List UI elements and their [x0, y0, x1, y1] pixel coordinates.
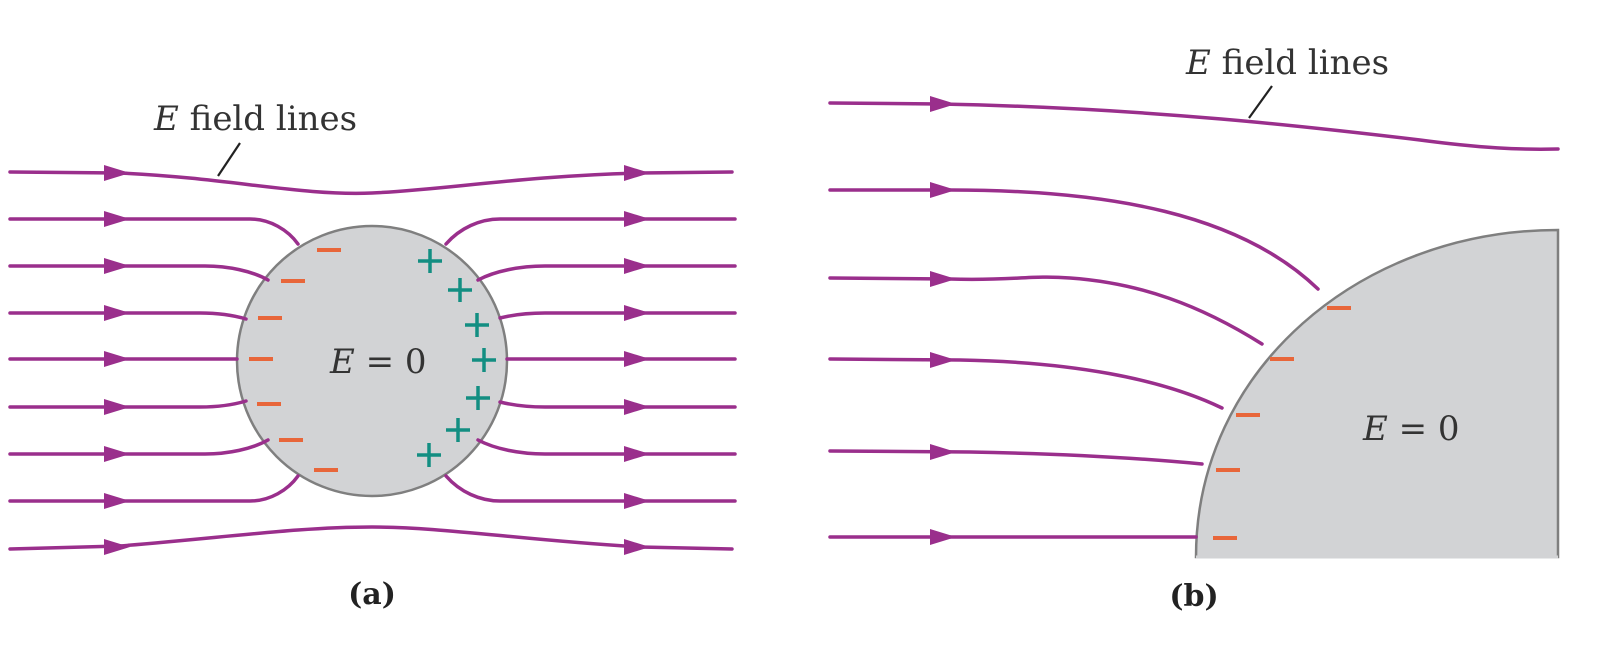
positive-charge — [446, 418, 470, 442]
negative-charge — [314, 468, 338, 472]
panel-caption-b: (b) — [1169, 579, 1218, 614]
arrowhead — [930, 182, 956, 198]
arrowhead — [104, 305, 130, 321]
field-line — [8, 170, 734, 196]
negative-charge — [279, 438, 303, 442]
field-line — [498, 311, 737, 320]
panel-a: E field lines E = 0 (a) — [8, 99, 737, 612]
arrowhead — [624, 211, 650, 227]
negative-charge — [1216, 468, 1240, 472]
negative-charge — [258, 316, 282, 320]
negative-charge — [257, 402, 281, 406]
conductor-surface — [1194, 228, 1560, 559]
field-line — [8, 264, 270, 282]
arrowhead — [930, 444, 956, 460]
arrowheads-a — [104, 165, 650, 555]
arrowhead — [930, 271, 956, 287]
interior-field-label-a: E = 0 — [329, 342, 427, 382]
positive-charge — [448, 278, 472, 302]
negative-charges-b — [1213, 306, 1351, 540]
label-leader-line — [217, 142, 241, 177]
panel-caption-a: (a) — [348, 577, 396, 612]
negative-charge — [1213, 536, 1237, 540]
negative-charge — [281, 279, 305, 283]
negative-charge — [249, 357, 273, 361]
field-line — [444, 217, 737, 246]
positive-charge — [472, 348, 496, 372]
positive-charge — [418, 249, 442, 273]
arrowhead — [624, 305, 650, 321]
positive-charge — [466, 386, 490, 410]
arrowhead — [104, 399, 130, 415]
negative-charge — [1270, 357, 1294, 361]
field-lines-label-a: E field lines — [153, 99, 357, 139]
arrowhead — [930, 529, 956, 545]
arrowhead — [624, 258, 650, 274]
field-line — [828, 188, 1320, 291]
arrowhead — [624, 399, 650, 415]
field-lines-a — [8, 170, 737, 551]
positive-charge — [465, 313, 489, 337]
arrowhead — [104, 351, 130, 367]
field-lines-label-b: E field lines — [1185, 43, 1389, 83]
arrowhead — [104, 539, 130, 555]
field-line — [828, 449, 1204, 466]
field-line — [444, 474, 737, 503]
arrowhead — [624, 493, 650, 509]
negative-charges-a — [249, 248, 341, 472]
arrowhead — [624, 446, 650, 462]
field-line — [828, 357, 1224, 410]
label-leader-line — [1248, 85, 1273, 119]
field-line — [8, 217, 300, 246]
arrowhead — [104, 165, 130, 181]
arrowhead — [624, 165, 650, 181]
arrowhead — [104, 211, 130, 227]
arrowhead — [104, 258, 130, 274]
conductor-sphere — [235, 224, 509, 498]
field-line — [828, 101, 1560, 151]
field-line — [8, 311, 248, 321]
field-line — [828, 275, 1264, 346]
positive-charge — [417, 443, 441, 467]
negative-charge — [1236, 413, 1260, 417]
field-line — [8, 438, 270, 456]
field-line — [8, 474, 300, 503]
arrowheads-b — [930, 96, 956, 545]
negative-charge — [317, 248, 341, 252]
arrowhead — [104, 446, 130, 462]
field-lines-b — [828, 101, 1560, 539]
arrowhead — [624, 351, 650, 367]
field-line — [476, 264, 737, 282]
arrowhead — [930, 96, 956, 112]
field-line — [8, 399, 248, 409]
field-line — [476, 438, 737, 456]
field-line — [8, 525, 734, 551]
arrowhead — [104, 493, 130, 509]
positive-charges-a — [417, 249, 496, 467]
negative-charge — [1327, 306, 1351, 310]
arrowhead — [930, 352, 956, 368]
arrowhead — [624, 539, 650, 555]
panel-b: E field lines E = 0 (b) — [828, 43, 1560, 614]
interior-field-label-b: E = 0 — [1362, 409, 1460, 449]
field-line — [498, 400, 737, 409]
